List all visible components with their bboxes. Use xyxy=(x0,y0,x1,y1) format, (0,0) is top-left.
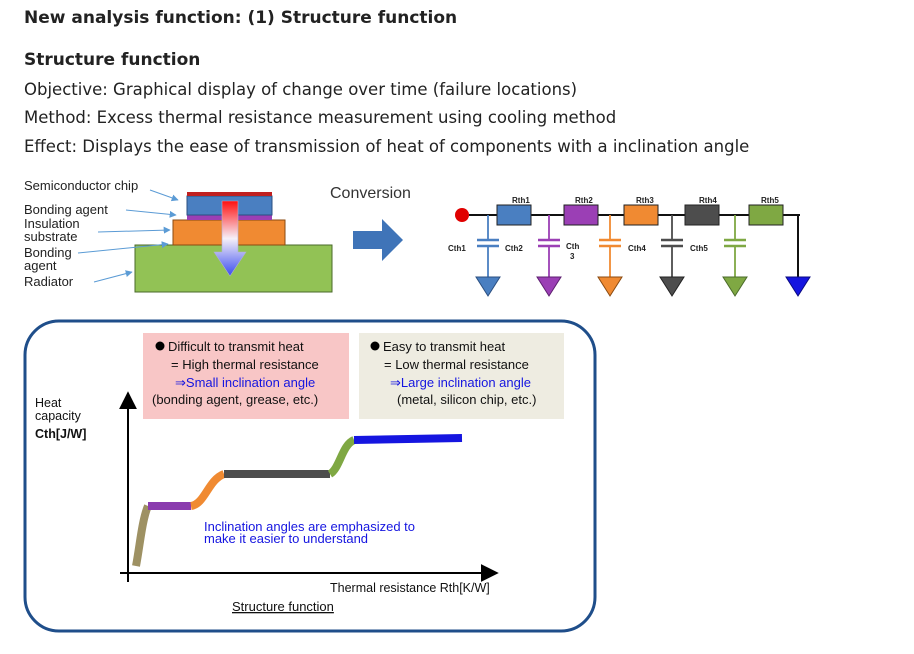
conversion-arrow xyxy=(353,219,403,261)
effect-line: Effect: Displays the ease of transmissio… xyxy=(24,137,750,156)
rth2-label: Rth2 xyxy=(575,196,593,205)
objective-line: Objective: Graphical display of change o… xyxy=(24,80,578,99)
ground-icon xyxy=(659,276,685,297)
label-substrate: substrate xyxy=(24,229,77,244)
cth2-label: Cth2 xyxy=(505,244,523,253)
difficult-line1: = High thermal resistance xyxy=(171,357,319,372)
y-axis-label-1: Heat xyxy=(35,396,62,410)
structure-function-caption: Structure function xyxy=(232,599,334,614)
cth3-label: Cth xyxy=(566,242,579,251)
label-agent: agent xyxy=(24,258,57,273)
annotation-line2: make it easier to understand xyxy=(204,531,368,546)
y-axis-label-3: Cth[J/W] xyxy=(35,427,86,441)
rth3-resistor xyxy=(623,204,659,226)
cth4-label: Cth4 xyxy=(628,244,646,253)
ground-icon xyxy=(785,276,811,297)
ground-icon xyxy=(722,276,748,297)
label-insulation: Insulation xyxy=(24,216,80,231)
cth1-label: Cth1 xyxy=(448,244,466,253)
difficult-line2: ⇒Small inclination angle xyxy=(175,375,315,390)
easy-box xyxy=(359,333,564,419)
label-radiator: Radiator xyxy=(24,274,74,289)
rth4-label: Rth4 xyxy=(699,196,717,205)
rth3-label: Rth3 xyxy=(636,196,654,205)
curve-segment-blue xyxy=(353,434,463,444)
difficult-box xyxy=(143,333,349,419)
difficult-line3: (bonding agent, grease, etc.) xyxy=(152,392,318,407)
label-semiconductor-chip: Semiconductor chip xyxy=(24,178,138,193)
cth3-sub-label: 3 xyxy=(570,252,575,261)
rc-network: Rth1 Rth2 Rth3 Rth4 Rth5 xyxy=(448,196,811,297)
curve-segment-olive xyxy=(132,504,152,567)
easy-line3: (metal, silicon chip, etc.) xyxy=(397,392,536,407)
rth5-label: Rth5 xyxy=(761,196,779,205)
curve-segment-green xyxy=(327,436,357,478)
easy-line1: = Low thermal resistance xyxy=(384,357,529,372)
y-axis-label-2: capacity xyxy=(35,409,82,423)
label-leader-lines xyxy=(77,189,179,283)
annotation-line1: Inclination angles are emphasized to xyxy=(204,519,415,534)
chip-top-layer xyxy=(187,192,272,196)
section-title: Structure function xyxy=(24,50,201,70)
difficult-title: Difficult to transmit heat xyxy=(168,339,304,354)
heat-source-node xyxy=(455,208,469,222)
page-title: New analysis function: (1) Structure fun… xyxy=(24,8,458,28)
ground-icon xyxy=(536,276,562,297)
bullet-icon xyxy=(155,341,165,351)
rth1-resistor xyxy=(496,204,532,226)
rth1-label: Rth1 xyxy=(512,196,530,205)
rth2-resistor xyxy=(563,204,599,226)
label-bonding-agent: Bonding agent xyxy=(24,202,108,217)
bullet-icon xyxy=(370,341,380,351)
layer-stack xyxy=(134,192,333,293)
rth4-resistor xyxy=(684,204,720,226)
x-axis-label: Thermal resistance Rth[K/W] xyxy=(330,581,490,595)
cth5-label: Cth5 xyxy=(690,244,708,253)
curve-segment-orange xyxy=(189,470,226,510)
structure-curve xyxy=(132,434,463,567)
heat-flow-arrow xyxy=(213,200,247,277)
rth5-resistor xyxy=(748,204,784,226)
conversion-label: Conversion xyxy=(330,185,411,202)
method-line: Method: Excess thermal resistance measur… xyxy=(24,108,617,127)
easy-line2: ⇒Large inclination angle xyxy=(390,375,531,390)
easy-title: Easy to transmit heat xyxy=(383,339,505,354)
ground-icon xyxy=(597,276,623,297)
ground-icon xyxy=(475,276,501,297)
label-bonding: Bonding xyxy=(24,245,72,260)
